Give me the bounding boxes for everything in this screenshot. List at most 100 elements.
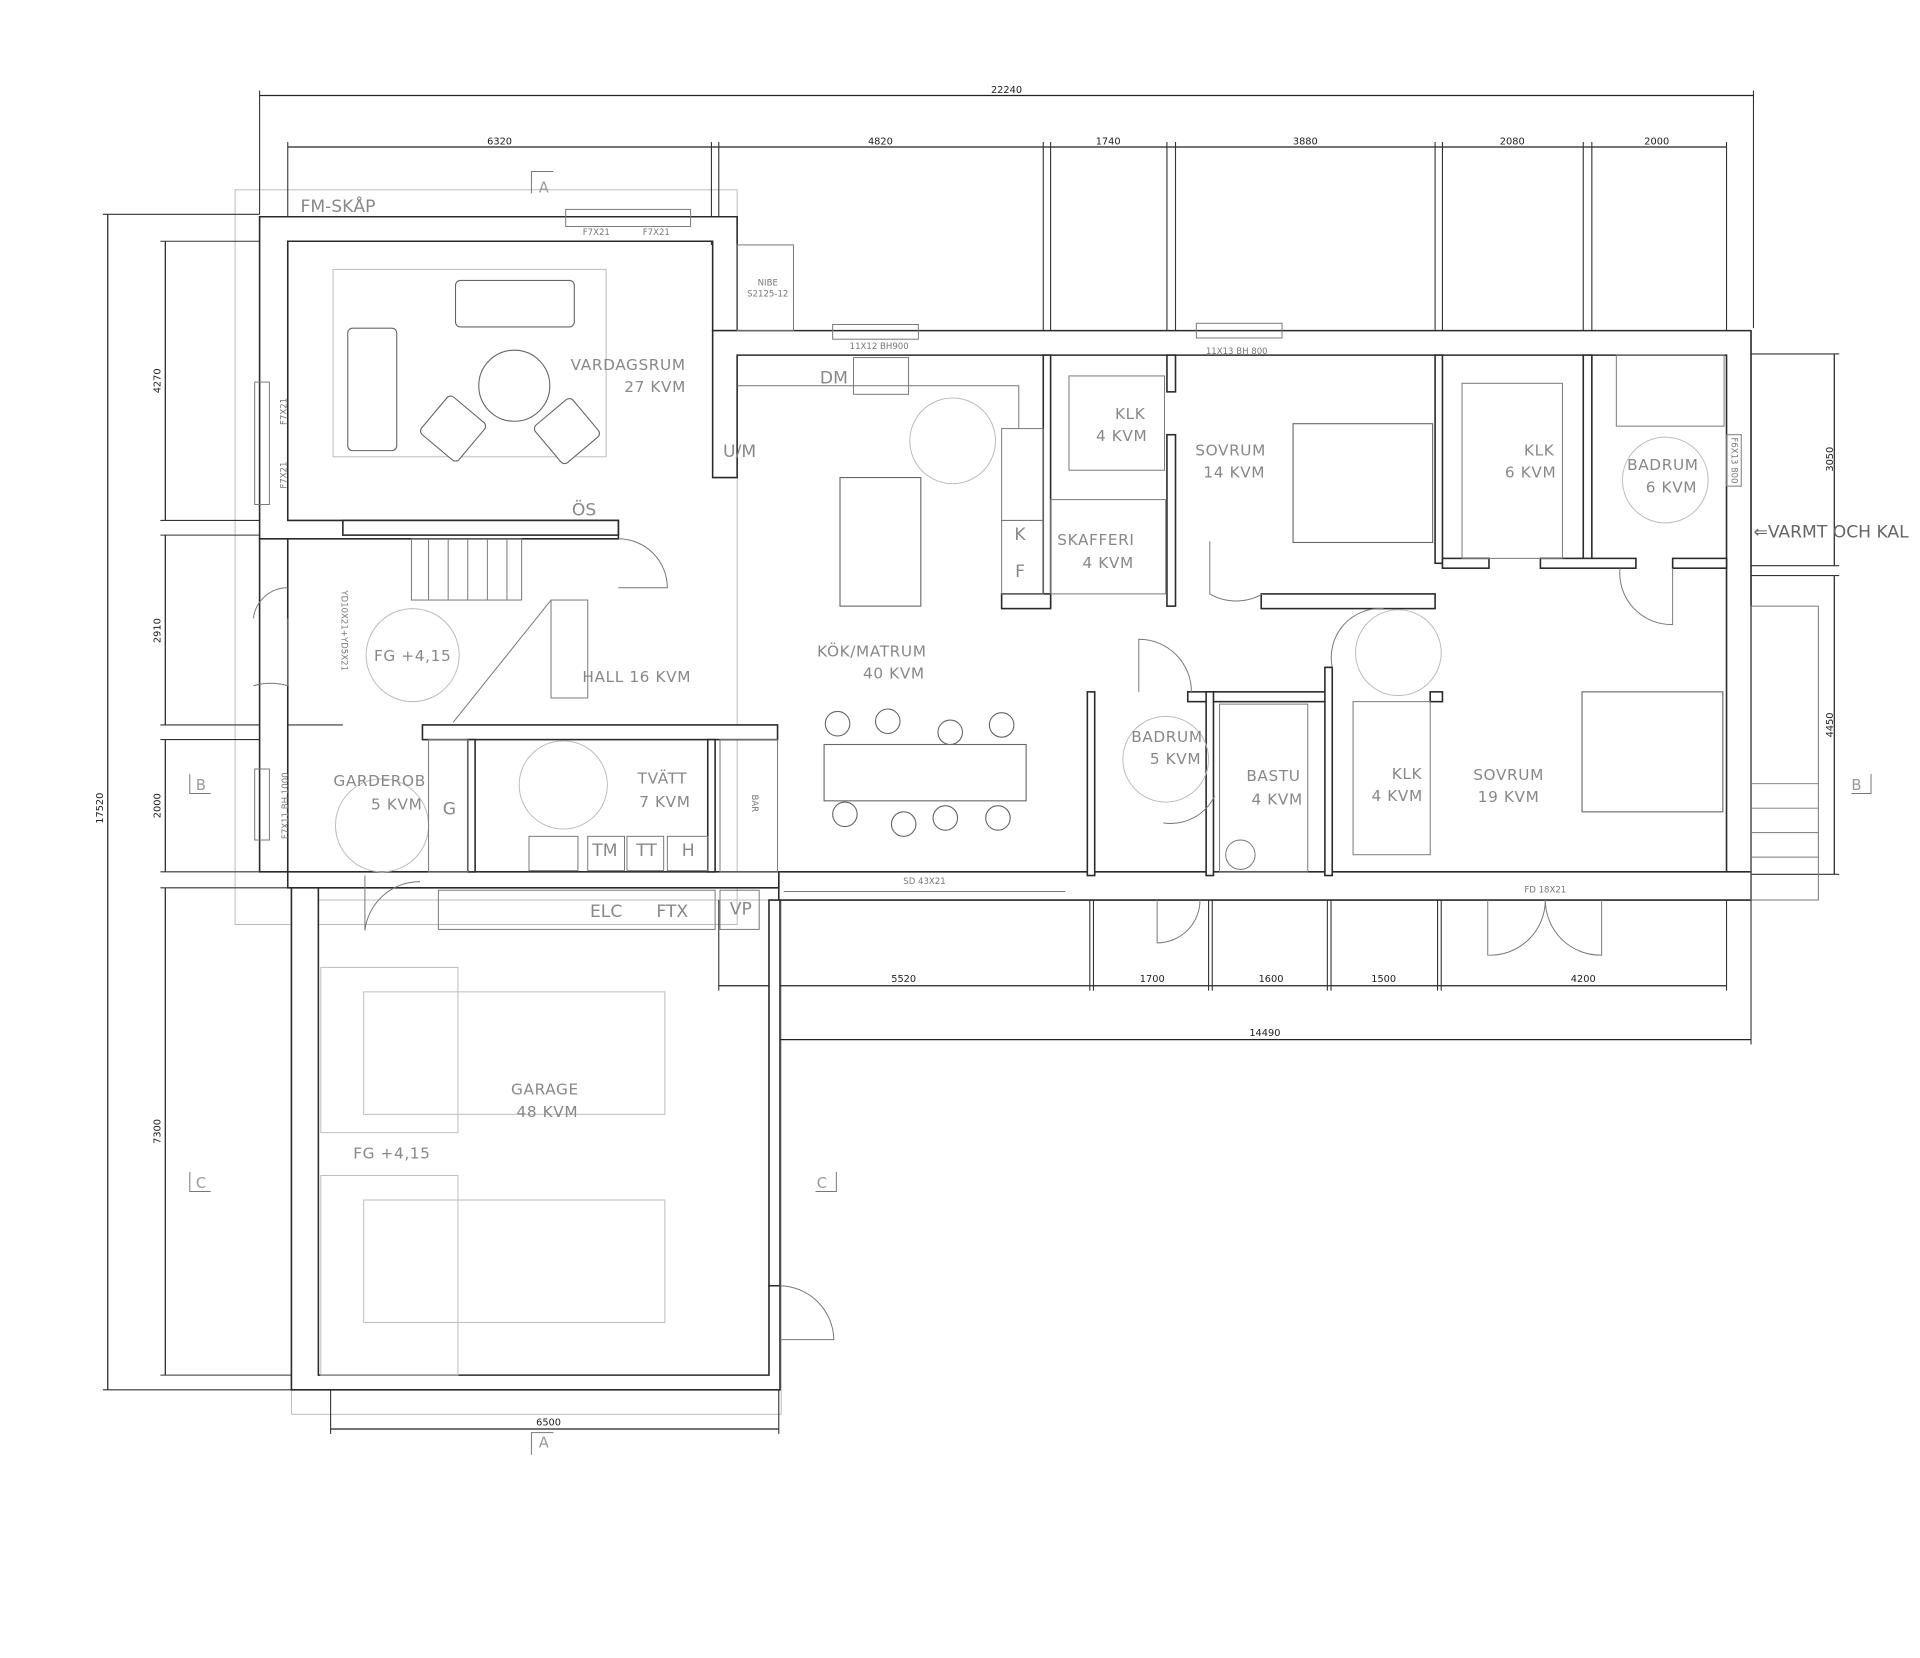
- dim-left-3: 2000: [152, 793, 163, 818]
- room-kok-name: KÖK/MATRUM: [817, 641, 926, 660]
- room-badrum2-name: BADRUM: [1131, 728, 1202, 746]
- floor-level-garage: FG +4,15: [353, 1144, 430, 1162]
- walls: [258, 215, 1752, 1391]
- window-top-2-label: F7X21: [643, 228, 670, 238]
- dim-left-1: 4270: [152, 368, 163, 393]
- garderob-window-label: F7X11 BH 1000: [281, 772, 291, 839]
- top-dimensions: 22240 6320 4820 1740 3880 2080 2000: [259, 85, 1755, 356]
- room-garderob-area: 5 KVM: [371, 795, 422, 813]
- stairs: [410, 538, 1819, 901]
- dim-bottom-5: 4200: [1571, 974, 1596, 985]
- elc-label: ELC: [590, 902, 622, 922]
- room-klk3-area: 4 KVM: [1371, 787, 1422, 805]
- room-labels: VARDAGSRUM 27 KVM KÖK/MATRUM 40 KVM KLK …: [333, 356, 1698, 1163]
- room-badrum1-area: 6 KVM: [1646, 478, 1697, 496]
- room-garage-name: GARAGE: [511, 1081, 579, 1099]
- doors: [252, 538, 1674, 1341]
- window-top-1-label: F7X21: [583, 228, 610, 238]
- dim-bottom-2: 1700: [1140, 974, 1165, 985]
- coffee-table: [478, 349, 551, 422]
- entry-door-label: YD10X21+YD5X21: [339, 589, 349, 671]
- vp-label: VP: [730, 900, 752, 920]
- room-vardagsrum-name: VARDAGSRUM: [571, 356, 686, 374]
- nibe-model-label: S2125-12: [747, 289, 788, 299]
- room-badrum1-name: BADRUM: [1627, 456, 1698, 474]
- dim-top-4: 3880: [1293, 137, 1318, 148]
- dim-overall-width: 22240: [991, 85, 1022, 96]
- room-kok-area: 40 KVM: [863, 664, 925, 682]
- um-label: U/M: [723, 442, 756, 462]
- room-tvatt-area: 7 KVM: [639, 793, 690, 811]
- section-b-left: B: [196, 777, 206, 794]
- fm-skap-label: FM-SKÅP: [300, 195, 375, 217]
- dim-bottom-1: 5520: [891, 974, 916, 985]
- bed: [1581, 691, 1724, 813]
- furniture: [320, 244, 1725, 1376]
- bath-window-label: F6X13 800: [1728, 437, 1738, 483]
- section-a-bottom: A: [539, 1434, 549, 1451]
- f-label: F: [1015, 562, 1025, 582]
- room-sovrum1-area: 14 KVM: [1203, 464, 1265, 482]
- dim-right-2: 4450: [1825, 712, 1836, 737]
- kitchen-window-label: 11X12 BH900: [850, 342, 909, 352]
- dim-top-2: 4820: [868, 137, 893, 148]
- floor-level-hall: FG +4,15: [374, 647, 451, 665]
- french-door-label: FD 18X21: [1524, 886, 1566, 896]
- right-dimensions: 3050 4450: [1738, 353, 1840, 875]
- left-dimensions: 17520 4270 2910 2000 7300: [95, 213, 343, 1391]
- room-hall: HALL 16 KVM: [582, 668, 691, 686]
- dim-top-6: 2000: [1644, 137, 1669, 148]
- dim-top-3: 1740: [1096, 137, 1121, 148]
- supply-annotation: ⇐VARMT OCH KAL: [1753, 523, 1909, 543]
- room-sovrum2-area: 19 KVM: [1478, 788, 1540, 806]
- room-klk1-area: 4 KVM: [1096, 427, 1147, 445]
- dim-bottom-3: 1600: [1259, 974, 1284, 985]
- room-klk2-name: KLK: [1524, 442, 1555, 460]
- section-c-right: C: [817, 1175, 827, 1192]
- room-bastu-name: BASTU: [1246, 767, 1300, 785]
- bottom-dimensions: 5520 1700 1600 1500 4200 14490 6500: [330, 881, 1752, 1434]
- tm-label: TM: [591, 841, 617, 861]
- fixture-labels: FM-SKÅP ÖS DM U/M K F G TM TT H BAR ELC …: [300, 195, 1026, 922]
- dim-right-1: 3050: [1825, 447, 1836, 472]
- ftx-label: FTX: [656, 902, 688, 922]
- h-label: H: [682, 841, 695, 861]
- room-tvatt-name: TVÄTT: [637, 769, 688, 788]
- dim-top-5: 2080: [1500, 137, 1525, 148]
- nibe-label: NIBE: [758, 278, 778, 288]
- armchair: [420, 395, 487, 462]
- section-a-top: A: [539, 179, 549, 196]
- dim-bottom-overall: 14490: [1249, 1028, 1280, 1039]
- section-b-right: B: [1851, 777, 1861, 794]
- dim-garage-width: 6500: [536, 1417, 561, 1428]
- tt-label: TT: [635, 841, 657, 861]
- os-label: ÖS: [572, 499, 596, 521]
- bed: [1292, 423, 1434, 544]
- dim-left-overall: 17520: [95, 793, 106, 824]
- dim-left-4: 7300: [152, 1119, 163, 1144]
- dining-table: [823, 743, 1027, 802]
- room-skafferi-name: SKAFFERI: [1057, 531, 1134, 549]
- section-c-left: C: [196, 1175, 206, 1192]
- window-left-2-label: F7X21: [280, 462, 290, 489]
- kitchen-island: [839, 477, 922, 607]
- room-sovrum2-name: SOVRUM: [1473, 766, 1544, 784]
- room-klk3-name: KLK: [1392, 765, 1423, 783]
- k-label: K: [1014, 525, 1026, 545]
- section-markers: A A B B C C: [189, 170, 1872, 1455]
- dim-bottom-4: 1500: [1371, 974, 1396, 985]
- room-klk2-area: 6 KVM: [1505, 464, 1556, 482]
- room-garderob-name: GARDEROB: [333, 772, 425, 790]
- bedroom-window-label: 11X13 BH 800: [1206, 347, 1268, 357]
- window-left-1-label: F7X21: [280, 398, 290, 425]
- dim-top-1: 6320: [487, 137, 512, 148]
- bar-label: BAR: [749, 794, 759, 812]
- room-vardagsrum-area: 27 KVM: [624, 378, 686, 396]
- room-sovrum1-name: SOVRUM: [1195, 442, 1266, 460]
- sofa: [347, 327, 398, 452]
- dm-label: DM: [820, 368, 848, 388]
- dim-left-2: 2910: [152, 618, 163, 643]
- room-klk1-name: KLK: [1115, 405, 1146, 423]
- eaves-outline: [234, 189, 738, 925]
